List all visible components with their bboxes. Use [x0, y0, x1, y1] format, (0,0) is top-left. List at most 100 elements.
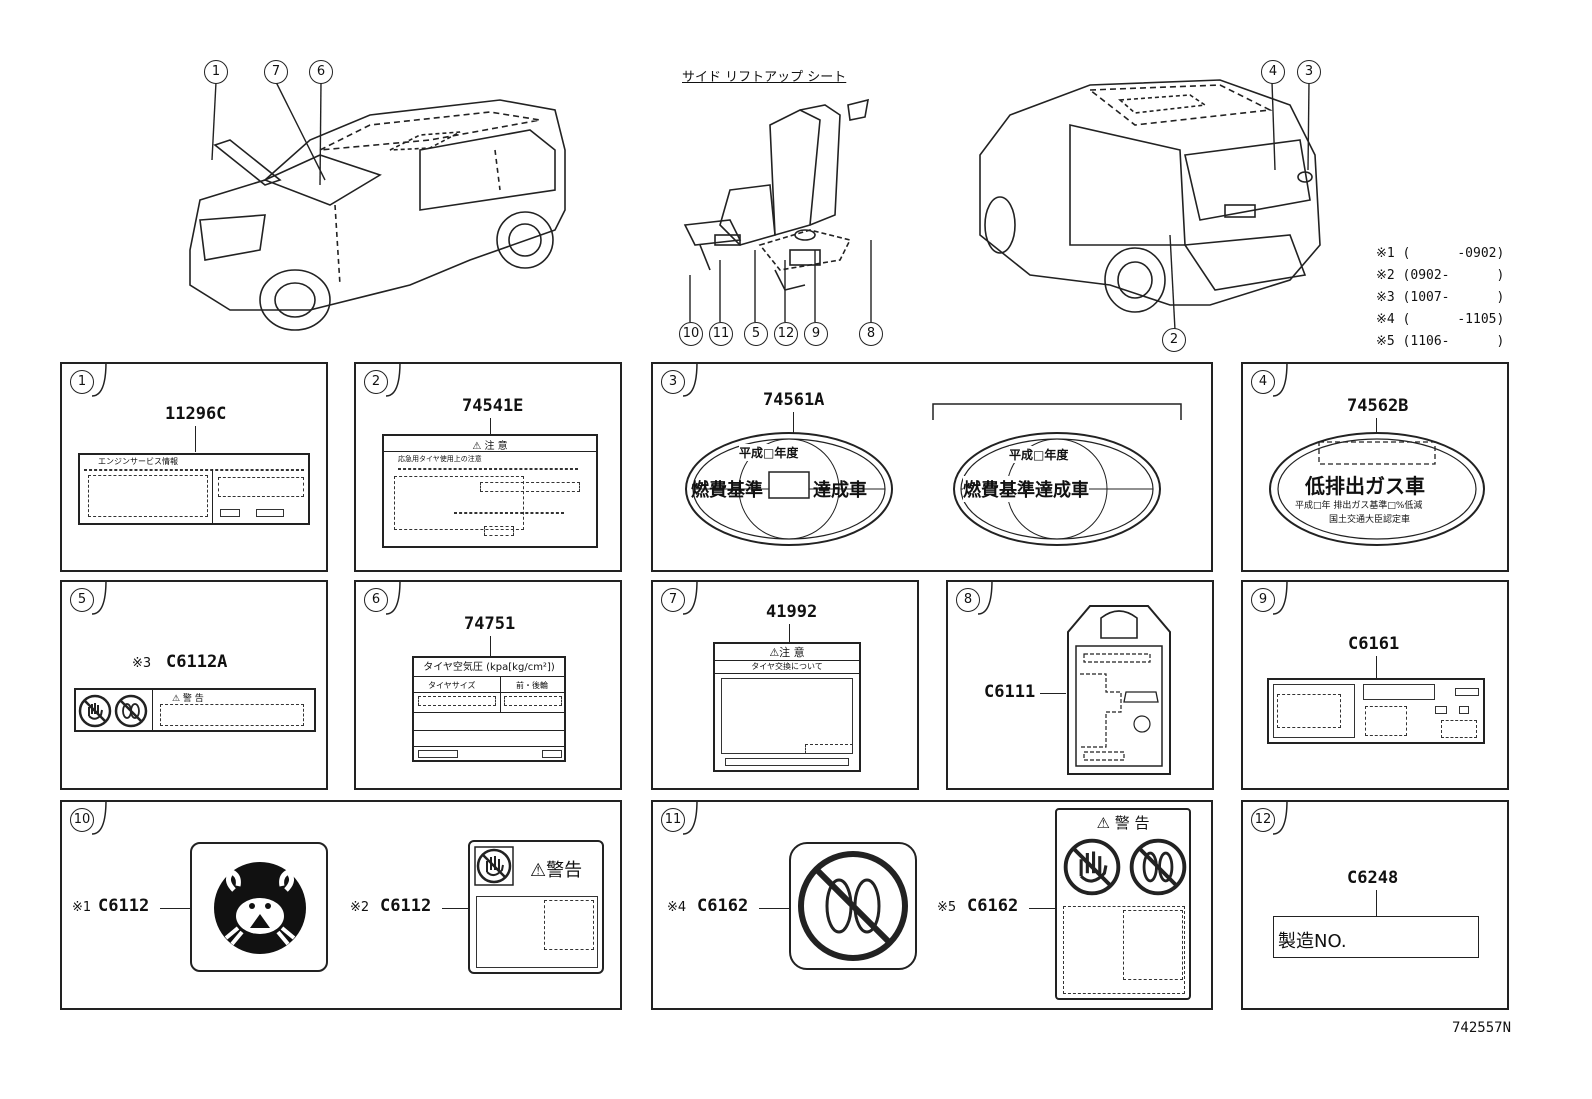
note-4: ※4 ( -1105): [1376, 312, 1505, 327]
panel-11: 11 ※4 C6162 ※5 C6162 ⚠ 警 告: [651, 800, 1213, 1010]
warning-title: ⚠警告: [530, 860, 583, 881]
note-marker-b: ※2: [350, 900, 370, 915]
panel-2: 2 74541E ⚠ 注 意 応急用タイヤ使用上の注意: [354, 362, 622, 572]
panel-number: 5: [70, 588, 94, 612]
seat-caption: サイド リフトアップ シート: [682, 70, 847, 85]
note-1: ※1 ( -0902): [1376, 246, 1505, 261]
callout-leaders-seat: [689, 240, 872, 322]
note-5: ※5 (1106- ): [1376, 334, 1505, 349]
callout-6: 6: [309, 60, 333, 84]
part-number: C6248: [1347, 868, 1399, 888]
column-front-rear: 前・後輪: [516, 681, 548, 690]
label-subtitle: タイヤ交換について: [715, 661, 859, 674]
callout-3: 3: [1297, 60, 1321, 84]
part-number: 74751: [464, 614, 516, 634]
panel-number: 7: [661, 588, 685, 612]
year-text-left: 平成□年度: [739, 444, 799, 461]
panel-5: 5 ※3 C6112A ⚠ 警 告: [60, 580, 328, 790]
callout-1: 1: [204, 60, 228, 84]
callout-leaders-right: [1169, 81, 1310, 331]
panel-number: 6: [364, 588, 388, 612]
callout-11: 11: [709, 322, 733, 346]
panel-number: 8: [956, 588, 980, 612]
badge-text-right: 燃費基準達成車: [963, 476, 1089, 502]
note-2: ※2 (0902- ): [1376, 268, 1505, 283]
part-number-b: C6112: [380, 896, 432, 916]
panel-number: 11: [661, 808, 685, 832]
badge-text-a: 燃費基準: [691, 480, 763, 501]
callout-5: 5: [744, 322, 768, 346]
no-step-sticker: [789, 842, 917, 970]
diagram-id: 742557N: [1452, 1020, 1512, 1036]
badge-line-1: 平成□年 排出ガス基準□%低減: [1295, 501, 1423, 511]
hand-warning-sticker: ⚠警告: [468, 840, 604, 974]
serial-number-plate: 製造NO.: [1273, 916, 1479, 958]
front-car-illustration: [189, 99, 566, 331]
no-step-icon: [798, 851, 908, 961]
badge-main-text: 低排出ガス車: [1305, 474, 1425, 498]
part-number-a: C6112: [98, 896, 150, 916]
note-marker: ※3: [132, 656, 152, 671]
spare-tire-caution-label: ⚠ 注 意 応急用タイヤ使用上の注意: [382, 434, 598, 548]
part-number: C6161: [1348, 634, 1400, 654]
tire-pressure-label: タイヤ空気圧 (kpa[kg/cm²]) タイヤサイズ 前・後輪: [412, 656, 566, 762]
part-number: C6111: [984, 682, 1036, 702]
no-hand-icon: [78, 694, 112, 728]
panel-3: 3 74561A 平成□年度 燃費基準 達成車 平成□年度 燃費基準達成車: [651, 362, 1213, 572]
panel-number: 1: [70, 370, 94, 394]
callout-4: 4: [1261, 60, 1285, 84]
no-hand-icon: [1063, 838, 1121, 896]
part-number: 11296C: [165, 404, 227, 424]
note-marker-a: ※4: [667, 900, 687, 915]
panel-12: 12 C6248 製造NO.: [1241, 800, 1509, 1010]
callout-leaders-left: [211, 81, 326, 186]
note-3: ※3 (1007- ): [1376, 290, 1505, 305]
tire-change-caution-label: ⚠注 意 タイヤ交換について: [713, 642, 861, 772]
bracket-line: [932, 403, 1182, 420]
callout-10: 10: [679, 322, 703, 346]
callout-8: 8: [859, 322, 883, 346]
callout-9: 9: [804, 322, 828, 346]
panel-number: 12: [1251, 808, 1275, 832]
panel-1: 1 11296C エンジンサービス情報: [60, 362, 328, 572]
note-marker-a: ※1: [72, 900, 92, 915]
note-marker-b: ※5: [937, 900, 957, 915]
warning-title: ⚠ 警 告: [172, 694, 204, 704]
part-number-b: C6162: [967, 896, 1019, 916]
panel-number: 2: [364, 370, 388, 394]
panel-8: 8 C6111: [946, 580, 1214, 790]
panel-10: 10 ※1 C6112 ※2 C6112 ⚠警告: [60, 800, 622, 1010]
label-title: ⚠注 意: [715, 644, 859, 661]
badge-text-b: 達成車: [813, 480, 867, 501]
seat-operation-label: [1267, 678, 1485, 744]
callout-2: 2: [1162, 328, 1186, 352]
column-tire-size: タイヤサイズ: [428, 681, 476, 690]
panel-4: 4 74562B 低排出ガス車 平成□年 排出ガス基準□%低減 国土交通大臣認定…: [1241, 362, 1509, 572]
crab-pinch-icon: [214, 862, 306, 954]
panel-number: 9: [1251, 588, 1275, 612]
panel-number: 10: [70, 808, 94, 832]
year-text-right: 平成□年度: [1009, 446, 1069, 463]
hand-foot-warning-sticker: ⚠ 警 告: [1055, 808, 1191, 1000]
panel-number: 3: [661, 370, 685, 394]
panel-7: 7 41992 ⚠注 意 タイヤ交換について: [651, 580, 919, 790]
no-hand-icon: [474, 846, 514, 886]
part-number-a: C6162: [697, 896, 749, 916]
callout-12: 12: [774, 322, 798, 346]
engine-service-label: エンジンサービス情報: [78, 453, 310, 525]
label-title: タイヤ空気圧 (kpa[kg/cm²]): [414, 658, 564, 677]
panel-6: 6 74751 タイヤ空気圧 (kpa[kg/cm²]) タイヤサイズ 前・後輪: [354, 580, 622, 790]
part-number: 41992: [766, 602, 818, 622]
no-step-icon: [1129, 838, 1187, 896]
rear-car-illustration: [979, 79, 1321, 313]
seat-warning-label: ⚠ 警 告: [74, 688, 316, 732]
part-number: C6112A: [166, 652, 228, 672]
hang-tag-label: [1067, 605, 1171, 775]
no-step-icon: [114, 694, 148, 728]
label-header: エンジンサービス情報: [98, 457, 178, 466]
panel-number: 4: [1251, 370, 1275, 394]
pinch-warning-sticker: [190, 842, 328, 972]
label-title: ⚠ 注 意: [384, 437, 596, 452]
fuel-economy-badge-left: [685, 432, 893, 546]
part-number: 74562B: [1347, 396, 1409, 416]
